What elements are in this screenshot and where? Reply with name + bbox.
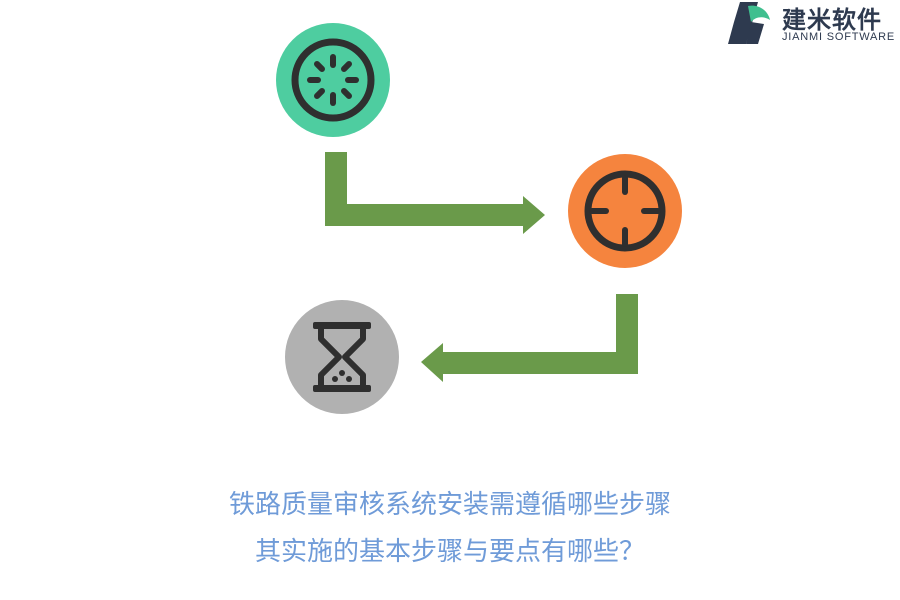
- step-1-circle: [276, 23, 390, 137]
- loading-spinner-icon: [291, 38, 375, 122]
- process-diagram: [276, 23, 682, 414]
- caption-line-1: 铁路质量审核系统安装需遵循哪些步骤: [228, 490, 671, 520]
- step-2-circle: [568, 154, 682, 268]
- brand-name: 建米软件: [782, 6, 882, 34]
- caption-line-2: 其实施的基本步骤与要点有哪些？: [254, 537, 645, 567]
- flow-arrow-1: [325, 152, 545, 234]
- brand-logo: 建米软件 JIANMI SOFTWARE: [724, 0, 900, 48]
- crosshair-target-icon: [584, 170, 666, 252]
- hourglass-icon: [313, 322, 371, 392]
- step-3-circle: [285, 300, 399, 414]
- brand-name-en: JIANMI SOFTWARE: [782, 31, 896, 43]
- flow-arrow-2: [421, 294, 638, 382]
- brand-logo-mark-icon: [728, 2, 770, 44]
